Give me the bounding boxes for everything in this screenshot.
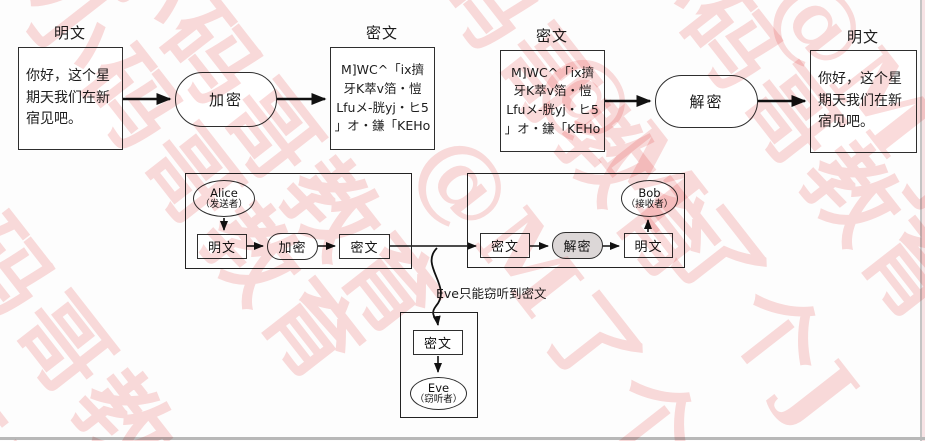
page-edge-right-tint xyxy=(922,0,925,441)
plaintext-text-right: 你好，这个星期天我们在新宿见吧。 xyxy=(818,70,902,131)
ciphertext-line: 」オ・鎌「KEHo xyxy=(504,120,601,136)
page-edge-bottom xyxy=(0,437,925,440)
plaintext-box-right: 你好，这个星期天我们在新宿见吧。 xyxy=(810,50,917,153)
ciphertext-line: 牙K萃v箔・愷 xyxy=(513,83,592,99)
plaintext-text-left: 你好，这个星期天我们在新宿见吧。 xyxy=(26,67,110,128)
alice-node: Alice （发送者） xyxy=(193,180,255,217)
eve-node: Eve （窃听者） xyxy=(410,377,467,410)
bob-decrypt-label: 解密 xyxy=(563,240,592,255)
encrypt-node-label: 加密 xyxy=(208,91,243,109)
ciphertext-line: Lfuメ-胱yj・ヒ5 xyxy=(336,99,429,115)
bob-ciphertext-label: 密文 xyxy=(490,240,519,255)
bob-group-box xyxy=(467,173,685,268)
bob-name: Bob xyxy=(638,185,661,200)
plaintext-box-left: 你好，这个星期天我们在新宿见吧。 xyxy=(18,47,123,150)
ciphertext-line: 牙K萃v箔・愷 xyxy=(343,80,422,96)
decrypt-node: 解密 xyxy=(655,75,758,128)
alice-ciphertext-box: 密文 xyxy=(339,234,390,259)
plaintext-label-right: 明文 xyxy=(846,28,880,46)
eve-ciphertext-box: 密文 xyxy=(413,330,463,355)
bob-decrypt-node: 解密 xyxy=(552,232,603,259)
bob-role: （接收者） xyxy=(625,198,674,210)
ciphertext-label-2: 密文 xyxy=(535,27,569,45)
alice-plaintext-box: 明文 xyxy=(197,234,247,259)
ciphertext-box-2: M]WC^「ix擠 牙K萃v箔・愷 Lfuメ-胱yj・ヒ5 」オ・鎌「KEHo xyxy=(500,50,605,152)
eve-ciphertext-label: 密文 xyxy=(423,337,452,352)
alice-encrypt-label: 加密 xyxy=(278,241,307,256)
bob-plaintext-box: 明文 xyxy=(624,233,673,258)
eve-name: Eve xyxy=(427,380,450,395)
encrypt-node: 加密 xyxy=(175,72,277,127)
ciphertext-box-1: M]WC^「ix擠 牙K萃v箔・愷 Lfuメ-胱yj・ヒ5 」オ・鎌「KEHo xyxy=(330,47,435,150)
eve-note: Eve只能窃听到密文 xyxy=(436,286,547,301)
alice-encrypt-node: 加密 xyxy=(267,233,318,260)
plaintext-label-left: 明文 xyxy=(53,24,87,42)
alice-group-box xyxy=(185,173,412,269)
alice-role: （发送者） xyxy=(200,198,248,210)
eve-group-box xyxy=(400,312,478,418)
alice-name: Alice xyxy=(210,185,238,200)
ciphertext-line: 」オ・鎌「KEHo xyxy=(334,118,431,134)
ciphertext-label-1: 密文 xyxy=(365,24,399,42)
bob-node: Bob （接收者） xyxy=(621,180,678,217)
ciphertext-line: Lfuメ-胱yj・ヒ5 xyxy=(506,102,599,117)
page-edge-right xyxy=(920,0,922,441)
bob-ciphertext-box: 密文 xyxy=(480,233,530,258)
eavesdrop-squiggle-arrow xyxy=(430,247,442,326)
alice-ciphertext-label: 密文 xyxy=(350,241,379,256)
ciphertext-line: M]WC^「ix擠 xyxy=(340,62,425,77)
eve-role: （窃听者） xyxy=(414,393,463,405)
ciphertext-line: M]WC^「ix擠 xyxy=(510,64,595,80)
bob-plaintext-label: 明文 xyxy=(634,240,663,255)
alice-plaintext-label: 明文 xyxy=(207,241,236,256)
decrypt-node-label: 解密 xyxy=(689,93,724,111)
